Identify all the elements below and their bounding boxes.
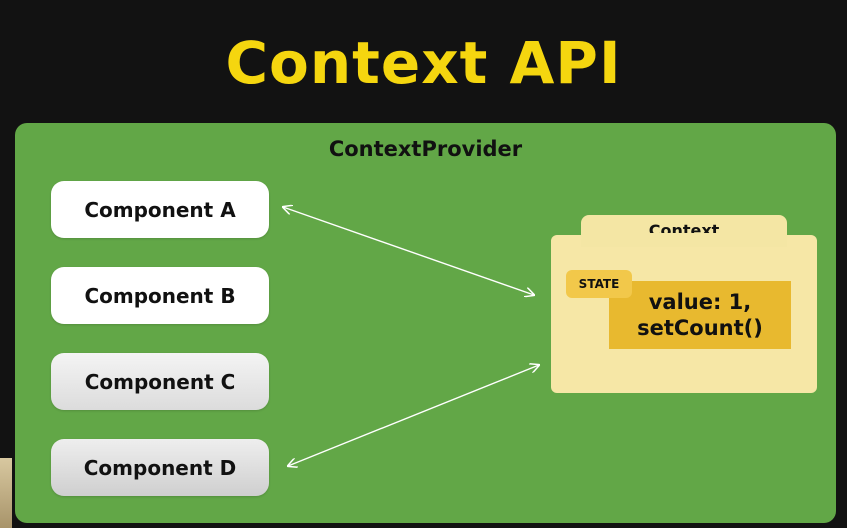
context-folder-seam xyxy=(581,233,787,247)
context-folder-icon: Context value: 1, setCount() STATE xyxy=(551,215,817,393)
page-title: Context API xyxy=(225,29,622,97)
state-value-line-1: value: 1, xyxy=(648,289,752,314)
component-c-box: Component C xyxy=(51,353,269,410)
component-b-label: Component B xyxy=(84,283,236,308)
component-b-box: Component B xyxy=(51,267,269,324)
state-value-line-2: setCount() xyxy=(637,316,763,340)
component-c-label: Component C xyxy=(84,369,236,394)
component-d-box: Component D xyxy=(51,439,269,496)
edge-decoration xyxy=(0,458,12,528)
state-badge: STATE xyxy=(566,270,632,298)
context-provider-label: ContextProvider xyxy=(328,137,523,161)
context-state-value: value: 1, setCount() xyxy=(609,281,791,349)
component-a-label: Component A xyxy=(84,197,236,222)
component-a-box: Component A xyxy=(51,181,269,238)
context-provider-box: ContextProvider Component A Component B … xyxy=(15,123,836,523)
component-d-label: Component D xyxy=(83,455,237,480)
